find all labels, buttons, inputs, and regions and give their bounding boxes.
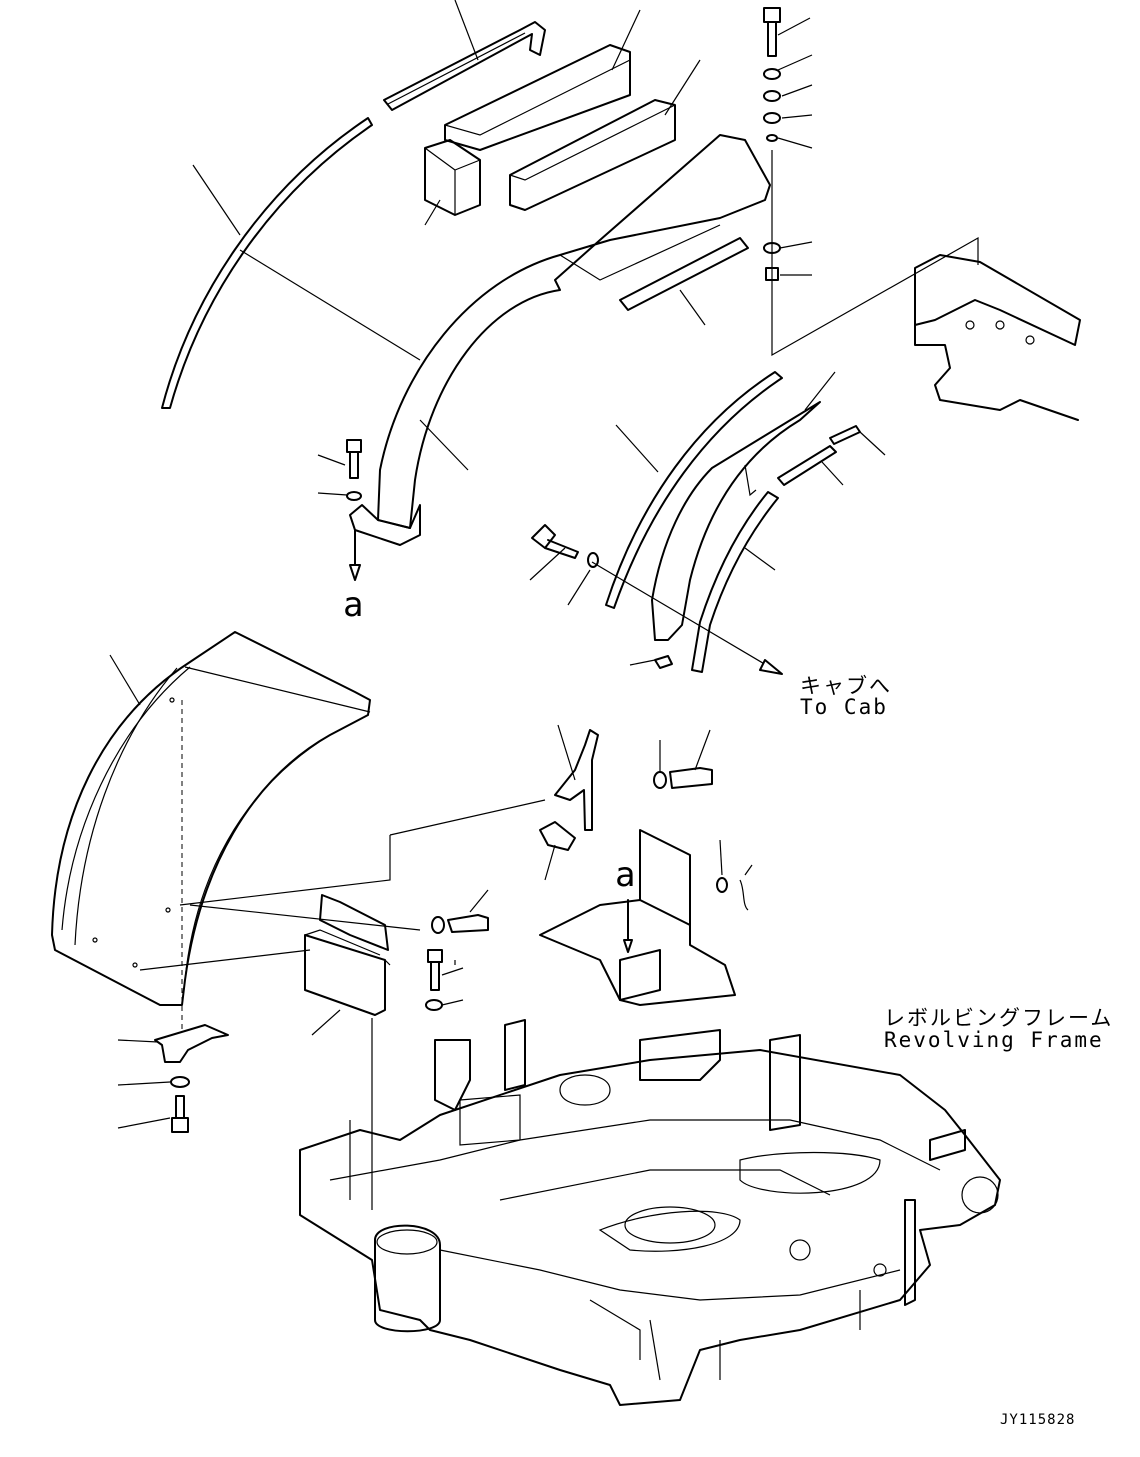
revolving-frame-label-en: Revolving Frame	[884, 1028, 1104, 1052]
revolving-frame-label-jp: レボルビングフレーム	[884, 1006, 1114, 1030]
fender-bracket	[117, 1024, 229, 1133]
plate-bolts	[139, 889, 489, 1011]
to-cab-arrow	[591, 561, 783, 675]
top-pad-block-2	[509, 99, 676, 211]
reference-a-upper: a	[343, 585, 364, 625]
cab-cover	[651, 401, 821, 641]
top-pad-block-1	[444, 44, 631, 151]
cab-bolt	[531, 524, 673, 669]
large-fender-cover	[51, 631, 371, 1030]
cab-strip-upper	[777, 425, 861, 486]
leader-lines-upper	[192, 0, 886, 666]
to-cab-label-jp: キャブへ	[800, 674, 892, 698]
frame-corner-detail	[914, 254, 1081, 421]
lower-seal-strip	[619, 237, 749, 311]
main-arch-cover	[349, 134, 771, 546]
bolt-stack	[763, 7, 979, 357]
upper-seal-strip	[383, 21, 546, 111]
small-pad-block	[424, 139, 481, 216]
mounting-plate	[304, 894, 391, 1210]
cab-seal-strip	[605, 371, 783, 609]
bracket-base-assembly	[539, 829, 753, 1006]
stay-bracket	[179, 724, 713, 906]
drawing-code: JY115828	[1000, 1412, 1076, 1428]
to-cab-label-en: To Cab	[800, 695, 888, 719]
cab-strip-lower	[691, 491, 779, 673]
revolving-frame	[299, 1019, 1001, 1406]
arrow-down-a	[349, 529, 361, 581]
arch-seal-strip	[161, 117, 373, 409]
bolt-left	[346, 439, 362, 501]
reference-a-lower: a	[615, 855, 636, 895]
